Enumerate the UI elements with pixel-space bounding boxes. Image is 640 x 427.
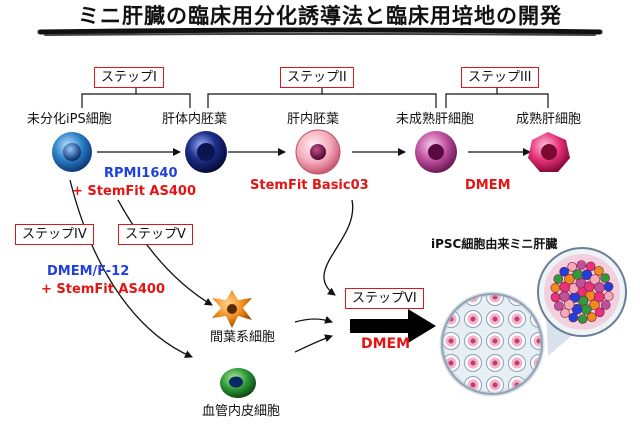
mini-liver-cell [594, 282, 605, 293]
step-4-label: ステップIV [15, 224, 94, 245]
ips-cell-label: 未分化iPS細胞 [27, 112, 112, 127]
branch-arrows [69, 179, 354, 358]
mini-liver-cell [593, 291, 605, 303]
endothelial-cell-icon [220, 368, 256, 398]
mini-liver-cell [559, 266, 570, 277]
step-2-label: ステップII [280, 67, 354, 88]
mini-liver-cell [553, 274, 564, 284]
stemfit-as400-medium-label: + StemFit AS400 [72, 184, 196, 199]
mini-liver-cell [550, 292, 561, 303]
mini-liver-cell [594, 307, 605, 318]
step-1-label: ステップI [94, 67, 164, 88]
mini-liver-cell [603, 281, 614, 292]
mini-liver-cell [581, 269, 593, 281]
mini-liver-cell [594, 266, 604, 276]
rpmi-medium-label: RPMI1640 [104, 166, 178, 181]
mini-liver-cell [586, 312, 597, 323]
mesenchymal-cell-label: 間葉系細胞 [210, 330, 276, 345]
mini-liver-cell [589, 299, 600, 311]
endothelial-cell-label: 血管内皮細胞 [202, 404, 281, 419]
endoderm-cell-icon [185, 131, 227, 173]
hepatic-endoderm-label: 肝内胚葉 [287, 112, 340, 127]
mature-hepatocyte-label: 成熟肝細胞 [516, 112, 582, 127]
mini-liver-cell [600, 300, 611, 310]
step-3-label: ステップIII [461, 67, 539, 88]
mini-liver-cell [583, 281, 595, 292]
stemfit-as400-step45-label: + StemFit AS400 [41, 282, 165, 297]
immature-hepatocyte-label: 未成熟肝細胞 [396, 112, 475, 127]
mature-hepatocyte-cell-icon [528, 132, 570, 172]
mini-liver-cell [585, 261, 596, 272]
hepatic-endoderm-cell-icon [295, 129, 341, 175]
endoderm-label: 肝体内胚葉 [162, 112, 228, 127]
step-6-label: ステップVI [345, 288, 424, 309]
mini-liver-cell [577, 314, 588, 324]
mini-liver-cell [571, 303, 583, 315]
mini-liver-cell [550, 283, 561, 293]
mini-liver-cell [567, 261, 578, 272]
mini-liver-cell [559, 291, 570, 302]
mini-liver-cluster [544, 254, 620, 330]
ips-cell-icon [52, 132, 92, 172]
mini-liver-cell [563, 299, 575, 310]
mini-liver-cell [554, 301, 564, 311]
title-underline [37, 27, 603, 36]
mini-liver-cell [603, 291, 614, 301]
dmem-step6-medium-label: DMEM [361, 336, 411, 352]
mini-liver-cell [560, 308, 570, 318]
mini-liver-cell [589, 274, 601, 285]
big-arrow [350, 309, 436, 343]
mini-liver-cell [576, 260, 587, 270]
stemfit-basic03-medium-label: StemFit Basic03 [250, 178, 369, 193]
step-5-label: ステップV [118, 224, 193, 245]
dmem-f12-medium-label: DMEM/F-12 [47, 264, 130, 279]
mesenchymal-cell-icon [212, 290, 252, 328]
page-title: ミニ肝臓の臨床用分化誘導法と臨床用培地の開発 [78, 4, 562, 28]
mini-liver-cell [600, 273, 610, 283]
mini-liver-cell [568, 312, 579, 323]
step-brackets [81, 88, 549, 108]
ipsc-mini-liver-label: iPSC細胞由来ミニ肝臓 [431, 237, 558, 251]
immature-hepatocyte-cell-icon [415, 131, 457, 173]
mini-liver-cell [564, 273, 575, 285]
dmem-step3-medium-label: DMEM [465, 178, 511, 193]
